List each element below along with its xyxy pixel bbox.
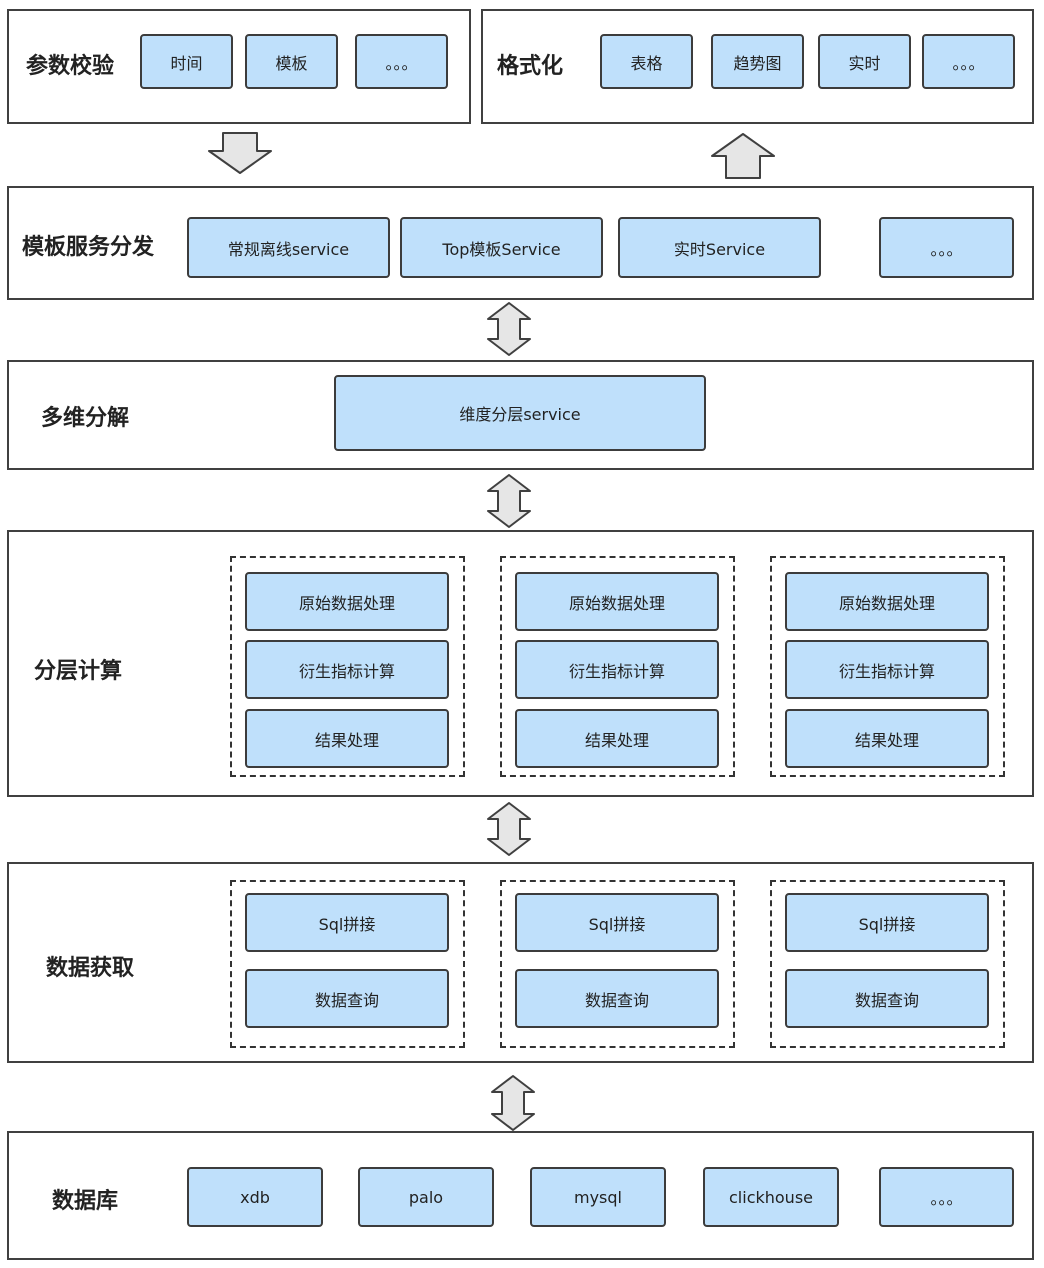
format-box-realtime: 实时 [818,34,911,89]
database-layer [7,1131,1034,1260]
multi-dim-title: 多维分解 [41,406,130,431]
fetch-box-sql: Sql拼接 [785,893,989,952]
fetch-group-2 [500,880,735,1048]
calc-box-result: 结果处理 [245,709,449,768]
fetch-box-query: 数据查询 [245,969,449,1028]
data-fetch-title: 数据获取 [46,956,135,981]
db-box-palo: palo [358,1167,494,1227]
fetch-group-1 [230,880,465,1048]
service-box-top: Top模板Service [400,217,603,278]
up-arrow-icon [711,133,775,179]
calc-box-result: 结果处理 [515,709,719,768]
calc-box-result: 结果处理 [785,709,989,768]
calc-box-derived: 衍生指标计算 [515,640,719,699]
double-arrow-icon [487,474,531,528]
format-box-more: 。。。 [922,34,1015,89]
param-box-more: 。。。 [355,34,448,89]
database-title: 数据库 [52,1189,119,1214]
fetch-box-sql: Sql拼接 [515,893,719,952]
param-box-time: 时间 [140,34,233,89]
down-arrow-icon [208,132,272,174]
param-box-template: 模板 [245,34,338,89]
db-box-more: 。。。 [879,1167,1014,1227]
fetch-box-query: 数据查询 [785,969,989,1028]
service-box-more: 。。。 [879,217,1014,278]
calc-box-raw: 原始数据处理 [245,572,449,631]
db-box-mysql: mysql [530,1167,666,1227]
calc-group-2 [500,556,735,777]
fetch-box-sql: Sql拼接 [245,893,449,952]
param-check-title: 参数校验 [26,54,115,79]
double-arrow-icon [487,802,531,856]
double-arrow-icon [491,1075,535,1131]
calc-group-1 [230,556,465,777]
layered-calc-title: 分层计算 [34,659,123,684]
service-box-realtime: 实时Service [618,217,821,278]
calc-box-raw: 原始数据处理 [785,572,989,631]
template-dispatch-title: 模板服务分发 [22,235,155,260]
db-box-xdb: xdb [187,1167,323,1227]
calc-box-derived: 衍生指标计算 [245,640,449,699]
fetch-group-3 [770,880,1005,1048]
format-box-table: 表格 [600,34,693,89]
calc-box-raw: 原始数据处理 [515,572,719,631]
formatting-title: 格式化 [497,54,564,79]
calc-group-3 [770,556,1005,777]
dimension-service-box: 维度分层service [334,375,706,451]
db-box-clickhouse: clickhouse [703,1167,839,1227]
calc-box-derived: 衍生指标计算 [785,640,989,699]
service-box-offline: 常规离线service [187,217,390,278]
format-box-trend: 趋势图 [711,34,804,89]
double-arrow-icon [487,302,531,356]
fetch-box-query: 数据查询 [515,969,719,1028]
